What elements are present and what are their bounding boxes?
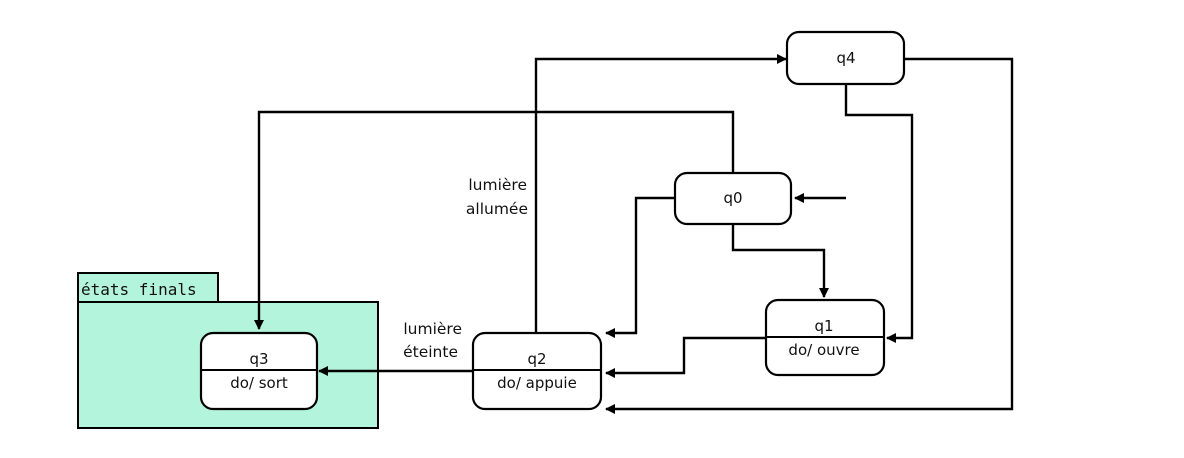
state-q4: q4	[785, 30, 906, 86]
label-lumiere-allumee: lumière allumée	[466, 176, 528, 218]
label-lumiere-eteinte-line1: lumière	[403, 320, 462, 338]
package-title: états finals	[81, 280, 197, 299]
transition-q4-to-q2-loop	[605, 57, 1014, 414]
state-q3-action: do/ sort	[230, 374, 288, 392]
state-q3: q3 do/ sort	[199, 331, 319, 411]
state-q0: q0	[673, 171, 793, 226]
label-lumiere-eteinte-line2: éteinte	[403, 343, 458, 361]
state-q2-name: q2	[527, 350, 546, 368]
state-q4-name: q4	[836, 49, 855, 67]
state-q1-action: do/ ouvre	[788, 341, 859, 359]
state-q4-box	[785, 30, 906, 86]
state-q1-name: q1	[814, 317, 833, 335]
state-q2: q2 do/ appuie	[471, 331, 603, 411]
transition-q0-to-q3	[254, 110, 735, 330]
state-q1: q1 do/ ouvre	[764, 298, 886, 377]
label-lumiere-allumee-line1: lumière	[468, 176, 527, 194]
state-q0-name: q0	[723, 189, 742, 207]
transition-q2-to-q4	[534, 54, 787, 333]
transitions	[254, 54, 1014, 414]
transition-q1-to-q2	[605, 336, 766, 378]
transition-q0-to-q2	[605, 196, 675, 338]
label-lumiere-eteinte: lumière éteinte	[403, 320, 462, 361]
state-q0-box	[673, 171, 793, 226]
transition-q0-to-q1	[731, 224, 829, 298]
transition-q4-to-q1	[844, 84, 914, 343]
state-q2-action: do/ appuie	[497, 374, 577, 392]
state-q3-name: q3	[249, 350, 268, 368]
label-lumiere-allumee-line2: allumée	[466, 200, 528, 218]
